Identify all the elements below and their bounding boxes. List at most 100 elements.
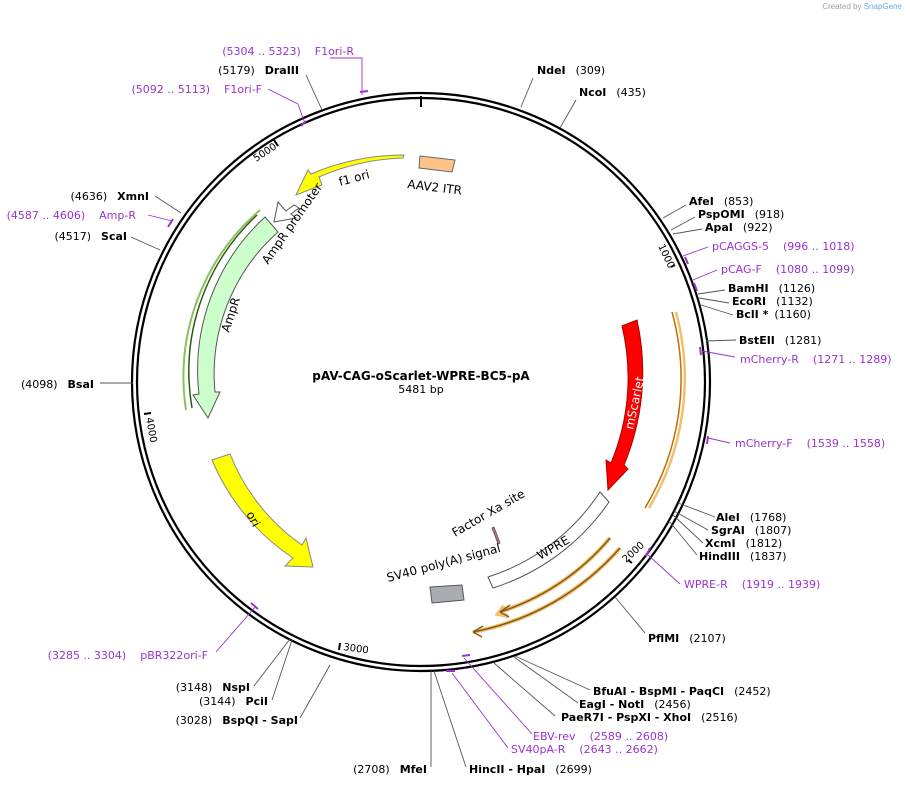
factor-xa-site-label: Factor Xa site [450,487,528,540]
credit-prefix: Created by [822,2,862,11]
site-apai[interactable]: ApaI(922) [705,221,773,234]
f1-ori-label: f1 ori [337,167,371,189]
leader-xmni [154,195,182,214]
site-draiii[interactable]: (5179)DraIII [218,64,299,77]
feature-ori: ori [211,453,314,568]
wpre-highlight-1-core [499,537,611,613]
tick-mark-4000 [143,412,152,415]
leader-amp-r [147,214,173,222]
feature-aav2-itr: AAV2 ITR [407,155,463,198]
tick-mark-2000 [627,559,633,564]
site-sv40pa-r[interactable]: SV40pA-R(2643 .. 2662) [511,743,658,756]
mscarlet-highlight-glow [647,311,686,509]
leader-pcii [271,639,293,701]
site-f1ori-f[interactable]: (5092 .. 5113)F1ori-F [132,83,263,96]
leader-sgrai [673,510,709,531]
primer-marker-pcag-f [693,282,698,292]
enzyme-leader-lines [100,74,737,768]
leader-eagi [513,656,579,704]
ampr-highlight-inner [188,214,258,409]
site-sgrai[interactable]: SgrAI(1807) [711,524,791,537]
backbone-outer-ring [130,91,712,673]
site-xmni[interactable]: (4636)XmnI [71,190,149,203]
leader-bcli [700,304,734,316]
feature-ampr: AmpR [182,209,279,420]
site-pcaggs-5[interactable]: pCAGGS-5(996 .. 1018) [712,240,855,253]
wpre-highlight-arrowheads [472,604,511,638]
site-labels: NdeI(309) NcoI(435) AfeI(853) PspOMI(918… [469,64,891,776]
site-mfei[interactable]: (2708)MfeI [353,763,427,776]
factor-xa-site-mark [491,526,501,545]
primer-marker-f1ori-r [359,90,369,93]
mscarlet-label: mScarlet [622,375,647,431]
site-mcherry-f[interactable]: mCherry-F(1539 .. 1558) [735,437,885,450]
site-eagi[interactable]: EagI - NotI(2456) [579,698,691,711]
leader-mcherry-r [701,350,736,358]
site-pflmi[interactable]: PflMI(2107) [648,632,726,645]
feature-sv40-polya: SV40 poly(A) signal [385,541,502,604]
leader-afei [662,204,687,219]
site-labels-left: (2708)MfeI (3028)BspQI - SapI (3144)PciI… [7,45,427,776]
tick-label-4000: 4000 [143,417,158,444]
ampr-arrow [192,216,279,420]
site-bfuai[interactable]: BfuAI - BspMI - PaqCI(2452) [593,685,771,698]
site-hindiii[interactable]: HindIII(1837) [699,550,787,563]
leader-mcherry-f [707,437,731,444]
leader-apai [672,228,703,235]
leader-sv40pa-r [451,672,509,749]
site-mcherry-r[interactable]: mCherry-R(1271 .. 1289) [740,353,891,366]
site-bcli[interactable]: BclI *(1160) [736,308,811,321]
leader-scai [130,236,161,251]
mscarlet-highlight [644,311,682,509]
site-scai[interactable]: (4517)ScaI [54,230,127,243]
site-ncoi[interactable]: NcoI(435) [579,86,646,99]
ori-label: ori [243,509,263,529]
site-ecori[interactable]: EcoRI(1132) [732,295,813,308]
site-afei[interactable]: AfeI(853) [689,195,753,208]
wpre-box [487,491,610,589]
primer-marker-f1ori-f [300,120,307,127]
primer-markers [167,90,709,672]
primer-marker-mcherry-f [706,435,709,445]
leader-bamhi [697,289,726,295]
tick-label-1000: 1000 [655,243,676,271]
leader-pcaggs-5 [682,246,709,257]
site-bamhi[interactable]: BamHI(1126) [728,282,815,295]
site-ebv-rev[interactable]: EBV-rev(2589 .. 2608) [533,730,668,743]
leader-bsteii [705,339,737,342]
site-amp-r[interactable]: (4587 .. 4606)Amp-R [7,209,137,222]
leader-xcmi [672,514,704,544]
wpre-highlight-2-core [472,547,621,633]
site-ndei[interactable]: NdeI(309) [537,64,605,77]
snapgene-logo-text: SnapGene [863,2,902,11]
site-bsteii[interactable]: BstEII(1281) [739,334,821,347]
site-nspi[interactable]: (3148)NspI [176,681,250,694]
site-wpre-r[interactable]: WPRE-R(1919 .. 1939) [684,578,820,591]
site-f1ori-r[interactable]: (5304 .. 5323)F1ori-R [222,45,354,58]
site-xcmi[interactable]: XcmI(1812) [705,537,782,550]
leader-hindiii [668,520,698,556]
tick-label-2000: 2000 [621,540,647,565]
leader-pflmi [614,596,646,634]
primer-marker-pbr322ori-f [250,602,259,610]
primer-leader-lines [147,57,736,749]
tick-label-3000: 3000 [343,642,370,656]
tick-mark-3000 [338,642,341,651]
site-pbr322ori-f[interactable]: (3285 .. 3304)pBR322ori-F [48,649,208,662]
site-hincii[interactable]: HincII - HpaI(2699) [469,763,592,776]
site-paer7i[interactable]: PaeR7I - PspXI - XhoI(2516) [561,711,738,724]
primer-marker-amp-r [167,218,174,228]
sv40-polya-box [429,584,465,604]
site-pcag-f[interactable]: pCAG-F(1080 .. 1099) [721,263,854,276]
leader-wpre-r [647,554,681,585]
site-bsai[interactable]: (4098)BsaI [21,378,94,391]
primer-marker-ebv-rev [461,654,471,657]
primer-marker-mcherry-r [699,346,702,356]
site-pspomi[interactable]: PspOMI(918) [698,208,784,221]
leader-pbr322ori-f [215,605,257,653]
site-alei[interactable]: AleI(1768) [716,511,786,524]
leader-ebv-rev [463,657,533,735]
primer-marker-pcaggs-5 [684,256,689,265]
site-pcii[interactable]: (3144)PciI [199,695,268,708]
site-bspqi[interactable]: (3028)BspQI - SapI [176,714,298,727]
